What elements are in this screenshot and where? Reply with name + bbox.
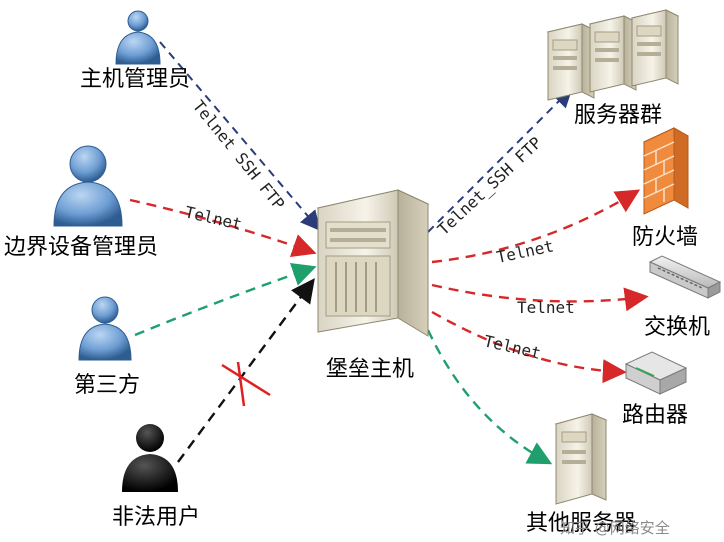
link-third-party: [134, 262, 317, 337]
link-switch: [431, 283, 649, 312]
protocol-label-router: Telnet: [482, 331, 543, 363]
link-border-admin: [129, 198, 317, 258]
protocol-label-firewall: Telnet: [495, 236, 555, 267]
link-host-admin: [159, 41, 321, 232]
connections: [129, 41, 649, 465]
red-x-icon: [221, 361, 271, 407]
server-group-server-icon: [546, 9, 680, 101]
protocol-label-server-group: Telnet_SSH FTP: [434, 133, 546, 239]
protocol-label-switch: Telnet: [517, 298, 575, 317]
bastion-host-tower-server-icon: [316, 189, 430, 337]
watermark-text: 知乎 @网络安全: [560, 519, 670, 537]
link-illegal-user: [177, 278, 315, 463]
illegal-user-label: 非法用户: [112, 505, 200, 530]
firewall-label: 防火墙: [632, 225, 698, 250]
bastion-host-label: 堡垒主机: [326, 357, 414, 382]
switch-icon: [648, 255, 722, 299]
third-party-person-icon: [78, 296, 132, 361]
firewall-icon: [642, 127, 690, 215]
server-group-label: 服务器群: [574, 103, 662, 128]
illegal-user-person-black-icon: [122, 424, 178, 492]
host-admin-label: 主机管理员: [80, 67, 190, 92]
link-other-servers: [426, 329, 553, 465]
third-party-label: 第三方: [74, 373, 140, 398]
protocol-label-host-admin: Telnet SSH FTP: [189, 97, 289, 214]
other-servers-label: 其他服务器: [526, 511, 636, 536]
link-server-group: [427, 87, 573, 233]
other-servers-server-icon: [554, 413, 608, 505]
link-firewall: [431, 189, 641, 264]
link-router: [431, 310, 627, 384]
border-admin-label: 边界设备管理员: [4, 235, 158, 260]
router-label: 路由器: [622, 403, 688, 428]
switch-label: 交换机: [644, 315, 710, 340]
router-icon: [624, 351, 688, 395]
border-admin-person-icon: [53, 145, 123, 227]
protocol-label-border-admin: Telnet: [183, 202, 244, 234]
host-admin-person-icon: [115, 10, 161, 65]
